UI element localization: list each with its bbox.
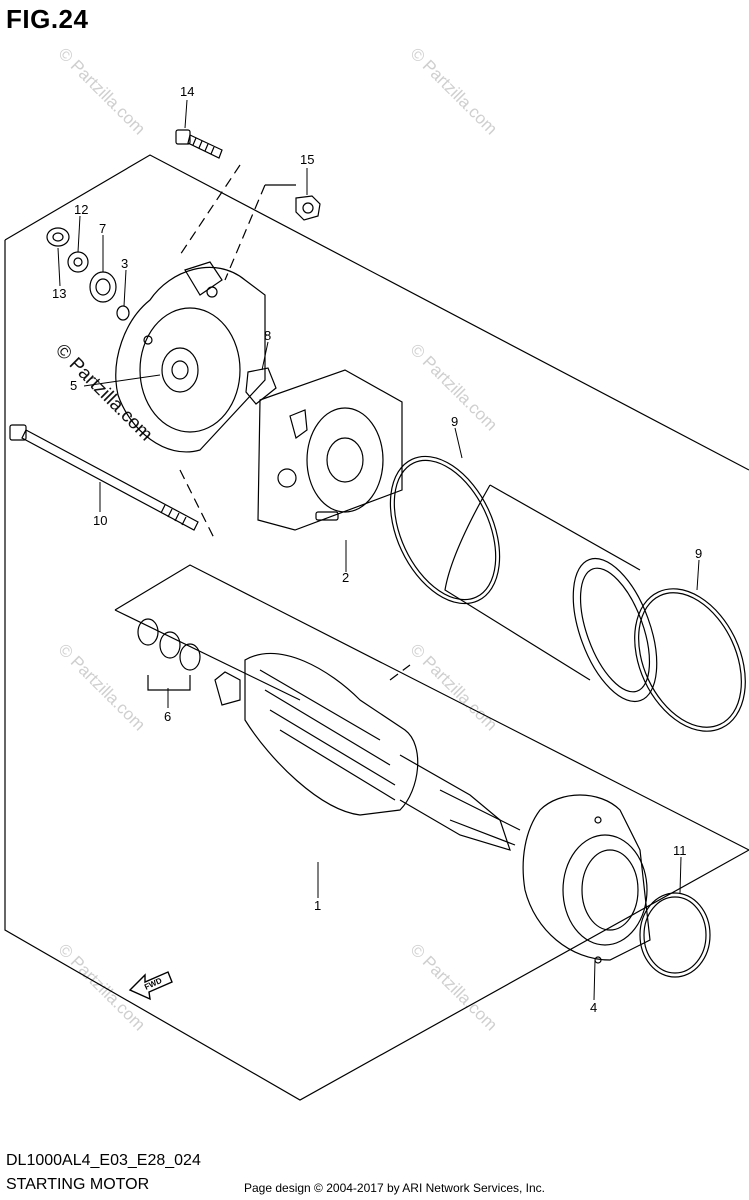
o-ring-3-part: [116, 305, 130, 321]
callout-6: 6: [164, 709, 171, 724]
housing-5-part: [115, 261, 266, 453]
diagram-code: DL1000AL4_E03_E28_024: [6, 1152, 201, 1169]
bolt-14-part: [175, 129, 223, 159]
callout-4: 4: [590, 1000, 597, 1015]
washer-6-part: [137, 618, 201, 691]
callout-1: 1: [314, 898, 321, 913]
armature-1-part: [214, 652, 521, 851]
callout-3: 3: [121, 256, 128, 271]
oil-seal-7-part: [89, 271, 117, 303]
callout-15: 15: [300, 152, 314, 167]
callout-10: 10: [93, 513, 107, 528]
o-ring-11-part: [639, 892, 711, 978]
brush-holder-2-part: [257, 369, 403, 531]
callout-9b: 9: [695, 546, 702, 561]
copyright-text: Page design © 2004-2017 by ARI Network S…: [244, 1181, 546, 1195]
callout-13: 13: [52, 286, 66, 301]
callout-5: 5: [70, 378, 77, 393]
brush-8-part: [245, 367, 277, 405]
front-cover-4-part: [522, 794, 651, 964]
o-ring-9b-part: [634, 588, 746, 732]
assembly-outline: [4, 154, 749, 471]
callout-9a: 9: [451, 414, 458, 429]
fwd-arrow-icon: [128, 971, 173, 1001]
diagram-name: STARTING MOTOR: [6, 1176, 150, 1193]
nut-13-part: [46, 227, 70, 247]
callout-11: 11: [673, 843, 687, 858]
yoke-part: [444, 484, 658, 703]
callout-7: 7: [99, 221, 106, 236]
figure-title: FIG.24: [6, 4, 89, 34]
washer-12-part: [67, 251, 89, 273]
callout-2: 2: [342, 570, 349, 585]
callout-12: 12: [74, 202, 88, 217]
nut-15-part: [295, 195, 321, 221]
callout-14: 14: [180, 84, 194, 99]
callout-8: 8: [264, 328, 271, 343]
bolt-10-part: [9, 424, 199, 531]
o-ring-9-part: [389, 455, 501, 605]
